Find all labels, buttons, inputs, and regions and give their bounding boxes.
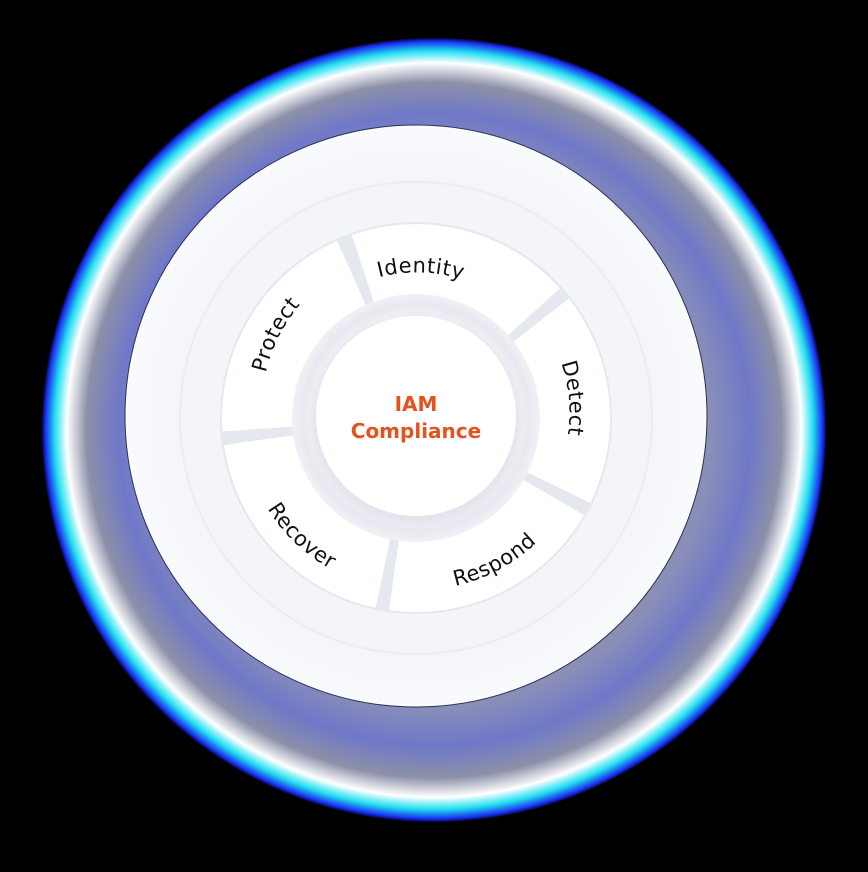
segment-respond[interactable] bbox=[389, 479, 584, 612]
hub-disc bbox=[316, 316, 516, 516]
segment-detect[interactable] bbox=[512, 298, 611, 504]
center-title-line1: IAM bbox=[395, 392, 438, 416]
center-title-line2: Compliance bbox=[351, 419, 481, 443]
segment-protect[interactable] bbox=[222, 240, 367, 432]
segment-identity[interactable] bbox=[352, 224, 560, 338]
segment-recover[interactable] bbox=[224, 435, 391, 608]
segment-ring bbox=[222, 224, 611, 612]
